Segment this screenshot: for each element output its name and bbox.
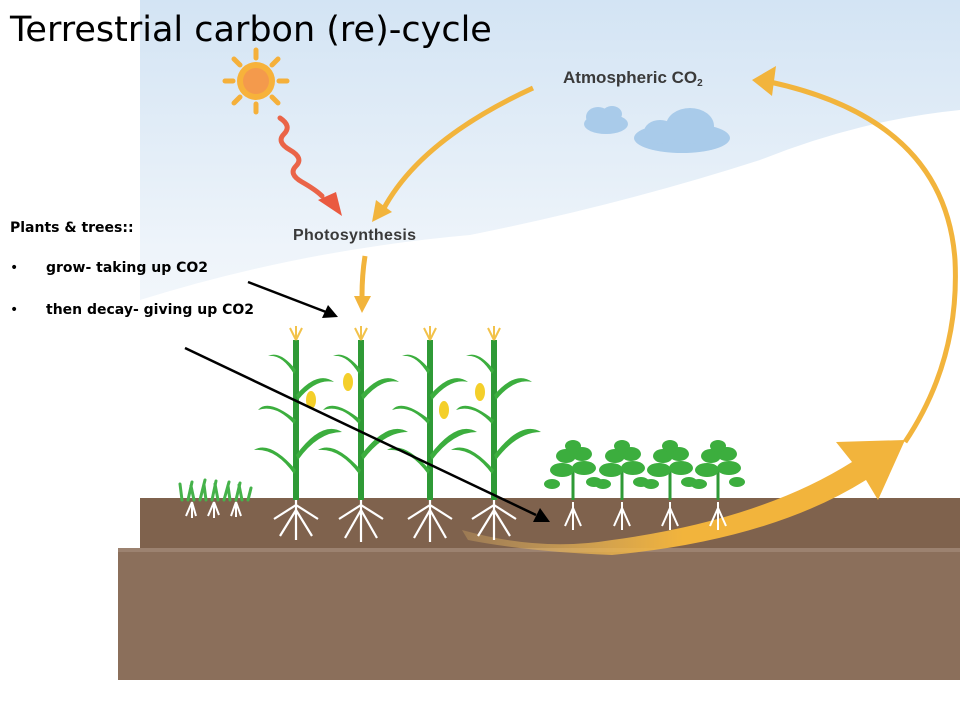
co2-subscript: 2 (697, 78, 703, 89)
small-plant-2 (595, 440, 649, 530)
corn-plants (254, 326, 541, 542)
photosynthesis-label: Photosynthesis (293, 227, 417, 244)
atmospheric-co2-text: Atmospheric CO (563, 68, 698, 87)
cloud-small (584, 106, 628, 134)
corn-plant-1 (254, 326, 342, 540)
atmosphere-to-photosynthesis-arrow (380, 85, 535, 212)
soil-surface (140, 498, 960, 550)
background-hills (140, 110, 960, 500)
cloud-large (634, 108, 730, 153)
notes-bullet-list: grow- taking up CO2 then decay- giving u… (10, 260, 254, 318)
small-plant-4 (691, 440, 745, 530)
atmosphere-arrowhead (752, 66, 776, 96)
corn-plant-2 (318, 326, 408, 542)
corn-plant-3 (387, 326, 477, 542)
bullet-decay: then decay- giving up CO2 (10, 302, 254, 318)
small-plant-3 (643, 440, 697, 530)
decay-to-atmosphere-arc (769, 79, 958, 444)
small-plant-1 (544, 440, 602, 530)
annotation-arrow-grow (247, 280, 338, 318)
bullet-grow: grow- taking up CO2 (10, 260, 254, 276)
slide-title: Terrestrial carbon (re)-cycle (10, 10, 492, 50)
sunlight-ray-head (318, 192, 342, 216)
small-plants (544, 440, 745, 530)
sunlight-ray (277, 115, 325, 199)
plants-notes: Plants & trees:: grow- taking up CO2 the… (10, 220, 254, 344)
sun-icon (222, 47, 290, 115)
grass-tuft (178, 478, 253, 502)
photosynthesis-to-plants-arrow (359, 255, 368, 297)
decay-sweep-arrow (462, 440, 905, 555)
soil-ground (118, 548, 960, 680)
annotation-arrow-decay (184, 346, 550, 522)
corn-plant-4 (451, 326, 541, 540)
notes-heading: Plants & trees:: (10, 220, 134, 236)
atmospheric-co2-label: Atmospheric CO2 (563, 68, 703, 89)
